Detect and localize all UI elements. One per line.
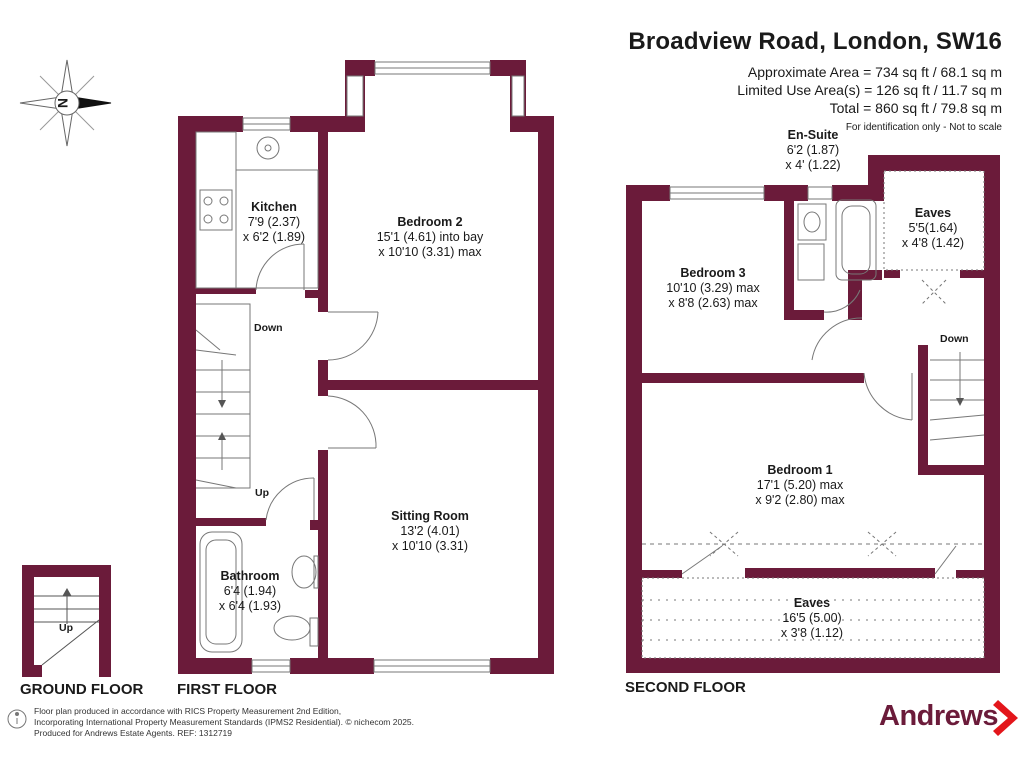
room-dimensions: x 6'2 (1.89) (242, 230, 306, 244)
stairs-down-label: Down (254, 322, 283, 334)
info-icon (7, 709, 27, 729)
room-name: Eaves (793, 596, 831, 610)
room-name: Bathroom (220, 569, 280, 583)
footer-line: Incorporating International Property Mea… (34, 717, 514, 728)
room-dimensions: 13'2 (4.01) (400, 524, 460, 538)
room-dimensions: 15'1 (4.61) into bay (376, 230, 484, 244)
room-eaves-lower: Eaves 16'5 (5.00) x 3'8 (1.12) (750, 596, 874, 641)
ground-floor-plan (22, 565, 111, 677)
second-stairs-down-label: Down (940, 333, 969, 345)
second-floor-fixtures (641, 170, 985, 659)
room-dimensions: x 8'8 (2.63) max (668, 296, 758, 310)
ground-stairs-up-label: Up (59, 622, 73, 634)
room-name: Bedroom 1 (767, 463, 833, 477)
identification-note: For identification only - Not to scale (845, 122, 1002, 133)
footer-line: Produced for Andrews Estate Agents. REF:… (34, 728, 514, 739)
floor-label-ground: GROUND FLOOR (20, 681, 144, 698)
footer-line: Floor plan produced in accordance with R… (34, 706, 342, 716)
second-floor-stair-arrow (956, 398, 964, 406)
room-dimensions: x 10'10 (3.31) max (378, 245, 482, 259)
room-eaves-upper: Eaves 5'5(1.64) x 4'8 (1.42) (888, 206, 978, 251)
floor-label-first: FIRST FLOOR (177, 681, 277, 698)
compass-letter: N (55, 97, 72, 109)
first-floor-windows (242, 61, 525, 673)
room-sitting-room: Sitting Room 13'2 (4.01) x 10'10 (3.31) (360, 509, 500, 554)
footer-disclaimer: Floor plan produced in accordance with R… (34, 706, 514, 739)
second-floor-walls (626, 155, 1000, 673)
brand-chevron-icon (993, 700, 1018, 736)
approximate-area: Approximate Area = 734 sq ft / 68.1 sq m (747, 64, 1002, 80)
room-dimensions: 6'4 (1.94) (223, 584, 277, 598)
brand-logo: Andrews (879, 700, 998, 732)
property-title: Broadview Road, London, SW16 (628, 28, 1002, 55)
second-floor-windows (669, 186, 833, 200)
room-dimensions: 16'5 (5.00) (782, 611, 842, 625)
room-name: Eaves (914, 206, 952, 220)
total-area: Total = 860 sq ft / 79.8 sq m (829, 100, 1002, 116)
floor-label-second: SECOND FLOOR (625, 679, 746, 696)
room-bedroom-1: Bedroom 1 17'1 (5.20) max x 9'2 (2.80) m… (730, 463, 870, 508)
room-name: En-Suite (787, 128, 839, 142)
footer-reference: REF: 1312719 (177, 728, 233, 738)
room-name: Bedroom 3 (680, 266, 746, 280)
room-dimensions: x 9'2 (2.80) max (755, 493, 845, 507)
room-dimensions: x 3'8 (1.12) (780, 626, 844, 640)
first-floor-fixtures (195, 131, 379, 653)
compass-icon (19, 59, 112, 147)
room-dimensions: 17'1 (5.20) max (756, 478, 844, 492)
limited-use-area: Limited Use Area(s) = 126 sq ft / 11.7 s… (737, 82, 1002, 98)
room-name: Sitting Room (391, 509, 469, 523)
room-kitchen: Kitchen 7'9 (2.37) x 6'2 (1.89) (226, 200, 322, 245)
room-bedroom-3: Bedroom 3 10'10 (3.29) max x 8'8 (2.63) … (648, 266, 778, 311)
room-dimensions: 7'9 (2.37) (247, 215, 301, 229)
footer-line-text: Incorporating International Property Mea… (34, 717, 343, 727)
stairs-up-label: Up (255, 487, 269, 499)
room-bathroom: Bathroom 6'4 (1.94) x 6'4 (1.93) (200, 569, 300, 614)
ground-floor-stairs (34, 587, 100, 666)
room-dimensions: 6'2 (1.87) (786, 143, 840, 157)
room-en-suite: En-Suite 6'2 (1.87) x 4' (1.22) (768, 128, 858, 173)
room-bedroom-2: Bedroom 2 15'1 (4.61) into bay x 10'10 (… (340, 215, 520, 260)
room-dimensions: 10'10 (3.29) max (666, 281, 760, 295)
footer-copyright: © nichecom 2025. (345, 717, 415, 727)
room-dimensions: x 4'8 (1.42) (901, 236, 965, 250)
footer-produced-for: Produced for Andrews Estate Agents. (34, 728, 175, 738)
room-dimensions: x 6'4 (1.93) (218, 599, 282, 613)
first-floor-stair-arrows (218, 400, 226, 440)
room-name: Kitchen (251, 200, 297, 214)
room-dimensions: x 4' (1.22) (785, 158, 841, 172)
room-name: Bedroom 2 (397, 215, 463, 229)
room-dimensions: x 10'10 (3.31) (391, 539, 469, 553)
room-dimensions: 5'5(1.64) (908, 221, 958, 235)
